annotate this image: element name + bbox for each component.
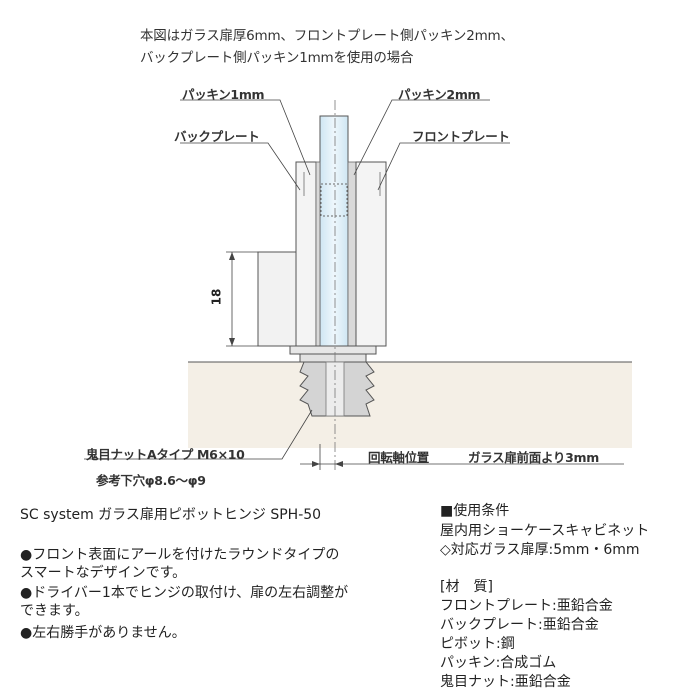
label-back-plate: バックプレート	[174, 129, 260, 144]
back-plate-body	[295, 161, 317, 347]
leader-packing-1mm	[180, 99, 311, 176]
pivot-pin	[320, 183, 348, 217]
dim-arrow-top	[229, 252, 235, 260]
material-packing: パッキン:合成ゴム	[440, 655, 557, 671]
back-plate	[257, 251, 301, 347]
label-pilot-hole: 参考下穴φ8.6〜φ9	[96, 473, 206, 488]
label-packing-2mm: パッキン2mm	[398, 87, 481, 102]
feature-line-1: ●フロント表面にアールを付けたラウンドタイプの	[20, 547, 340, 563]
feature-line-3: ●ドライバー1本でヒンジの取付け、扉の左右調整が	[20, 585, 349, 601]
front-plate	[355, 161, 387, 347]
dim-3mm-arrow-right	[335, 461, 343, 467]
spec-heading: ■使用条件	[440, 503, 510, 519]
cabinet-panel	[188, 362, 632, 448]
material-heading: [材 質]	[440, 579, 493, 595]
feature-line-2: スマートなデザインです。	[20, 565, 187, 581]
leader-nut	[84, 409, 313, 460]
leader-packing-2mm	[353, 99, 490, 176]
label-insert-nut: 鬼目ナットAタイプ M6×10	[86, 447, 245, 462]
dim-3mm-arrow-left	[312, 461, 320, 467]
hinge-cross-section-diagram	[84, 99, 632, 470]
spec-glass-thickness: ◇対応ガラス扉厚:5mm・6mm	[440, 542, 640, 558]
diagram-caption-line1: 本図はガラス扉厚6mm、フロントプレート側パッキン2mm、	[140, 28, 514, 44]
spec-usage: 屋内用ショーケースキャビネット	[440, 523, 650, 539]
back-packing	[315, 161, 321, 347]
front-packing	[347, 161, 357, 347]
diagram-caption-line2: バックプレート側パッキン1mmを使用の場合	[140, 50, 414, 66]
label-front-plate: フロントプレート	[412, 129, 510, 144]
material-front-plate: フロントプレート:亜鉛合金	[440, 598, 613, 614]
label-rotation-axis: 回転軸位置	[368, 450, 430, 465]
feature-line-5: ●左右勝手がありません。	[20, 625, 186, 641]
leader-front-plate	[377, 142, 510, 191]
label-packing-1mm: パッキン1mm	[182, 87, 265, 102]
glass-door	[319, 115, 349, 347]
leader-back-plate	[180, 142, 301, 191]
base-flange	[299, 353, 367, 363]
material-back-plate: バックプレート:亜鉛合金	[440, 617, 599, 633]
dim-arrow-bottom	[229, 338, 235, 346]
product-title: SC system ガラス扉用ピボットヒンジ SPH-50	[20, 507, 322, 523]
feature-line-4: できます。	[20, 603, 89, 619]
material-insert-nut: 鬼目ナット:亜鉛合金	[440, 674, 571, 690]
material-pivot: ピボット:鋼	[440, 636, 515, 652]
base-washer	[289, 345, 377, 355]
label-rotation-axis-note: ガラス扉前面より3mm	[468, 450, 599, 465]
dimension-18-label: 18	[209, 288, 224, 306]
